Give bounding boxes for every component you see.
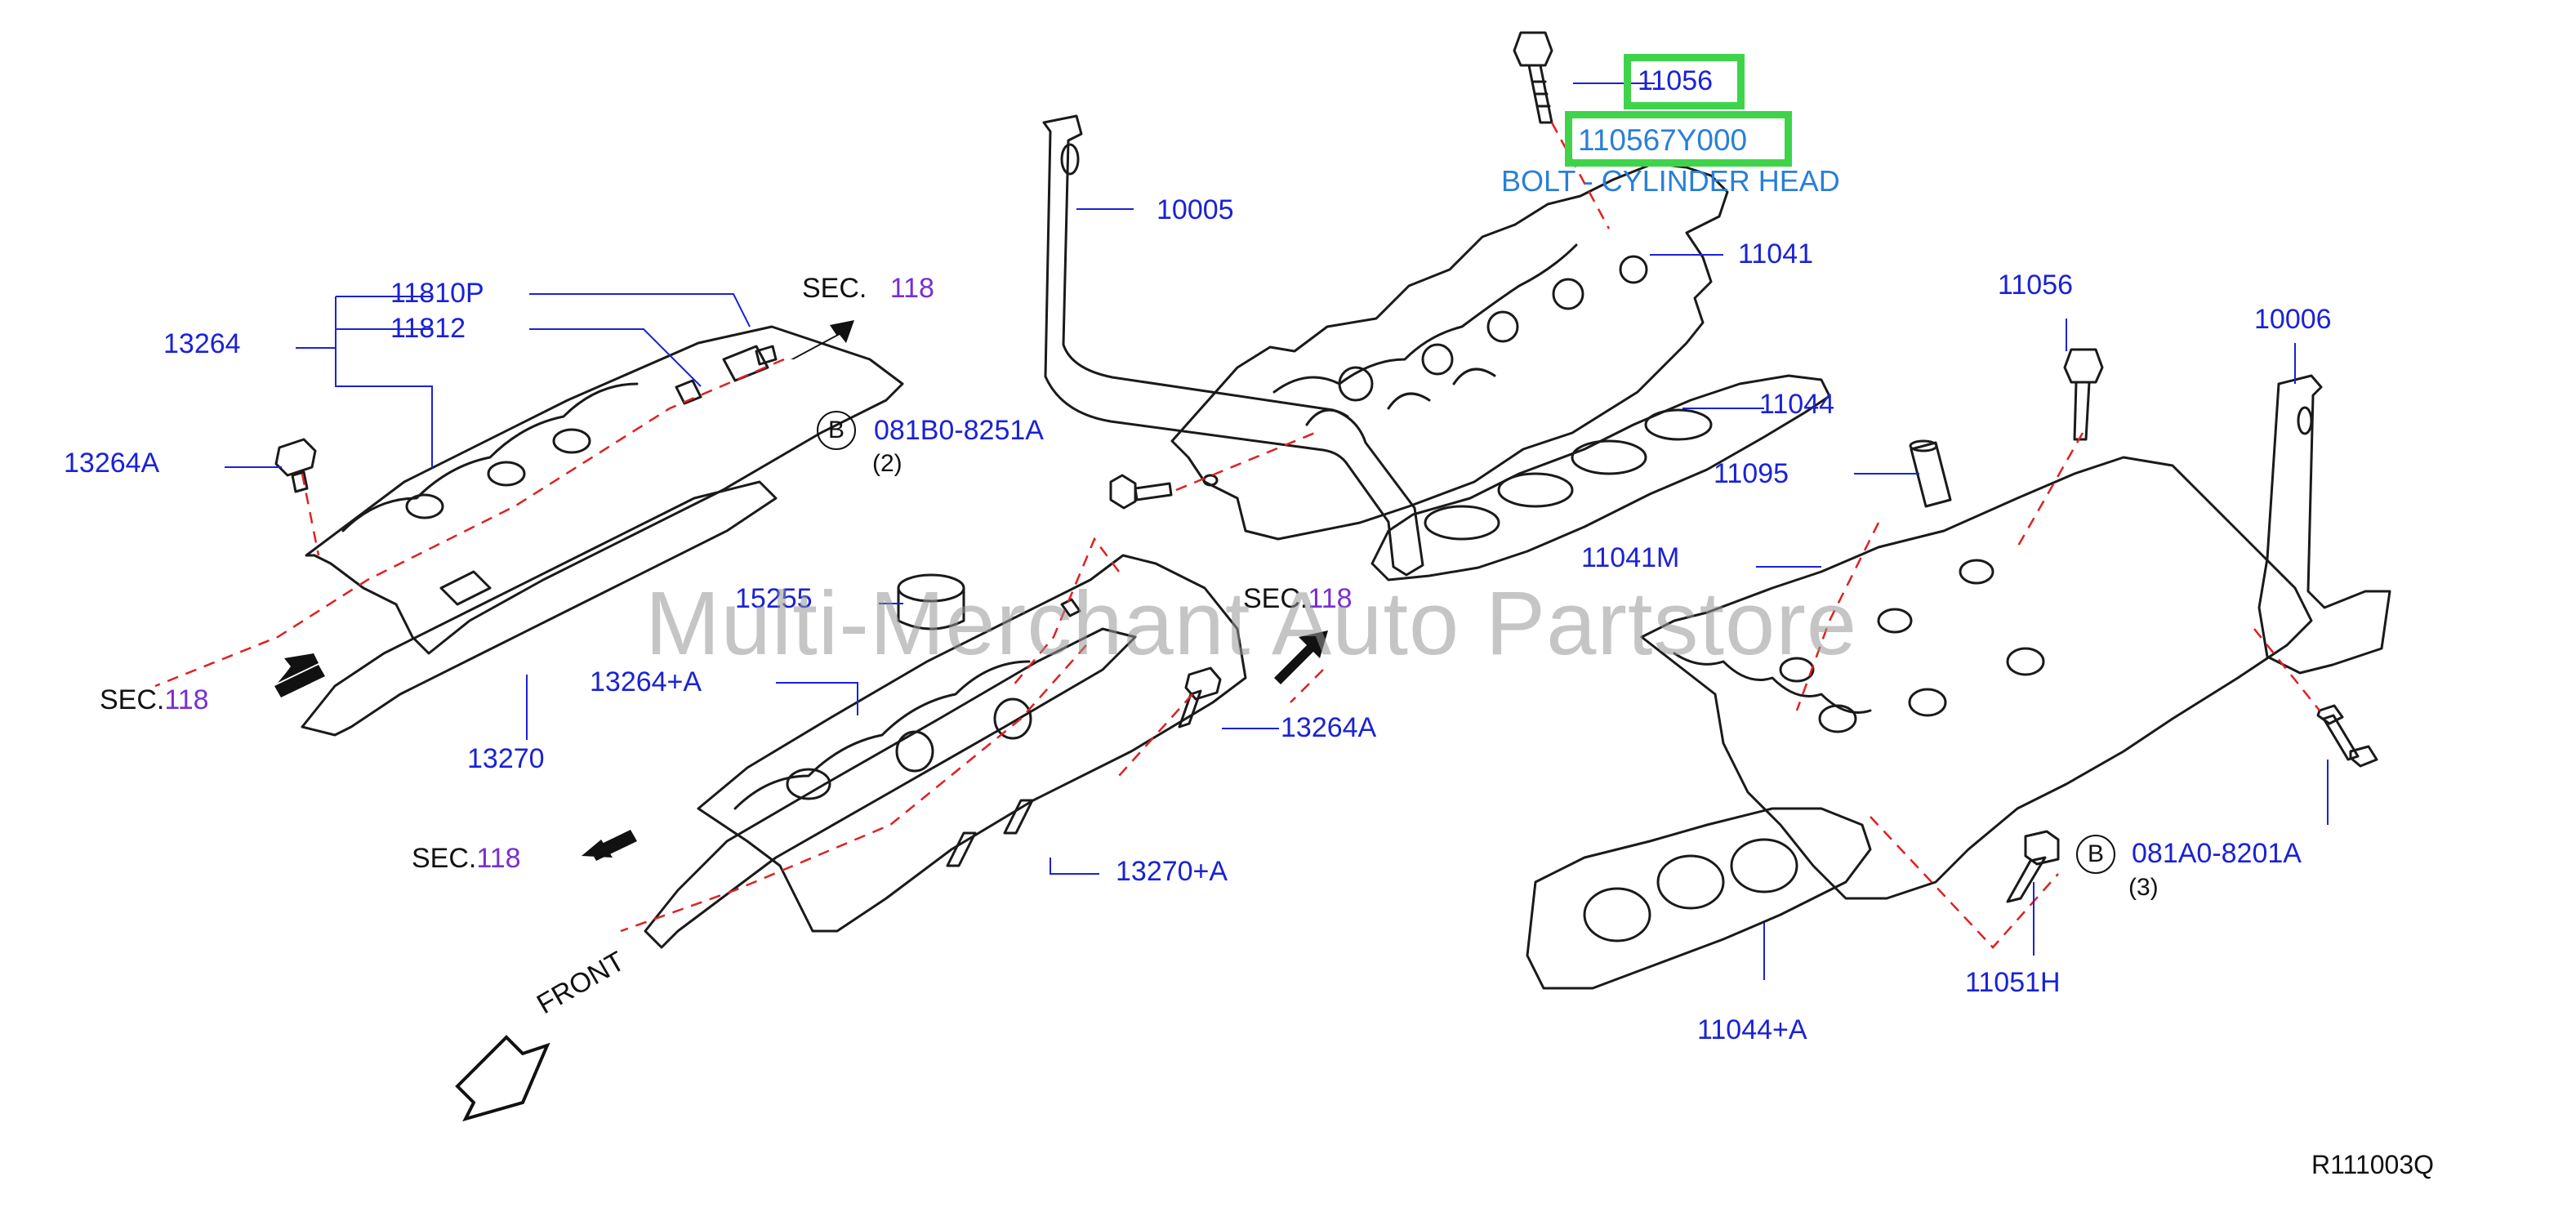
part-label-11056-right[interactable]: 11056 [1998,270,2074,301]
section-number: 118 [476,843,521,874]
bolt-081b0 [1109,474,1173,510]
part-label-13264a-left[interactable]: 13264A [64,448,160,479]
section-ref-left[interactable]: SEC.118 [100,686,209,714]
oil-filler-plug-13264a [274,438,317,493]
part-label-15255[interactable]: 15255 [735,583,813,614]
dowel-pin-11095 [1909,439,1952,508]
section-prefix: SEC. [100,684,165,715]
section-number: 118 [889,273,934,304]
section-ref-top[interactable]: SEC. 118 [802,274,934,302]
section-ref-mid[interactable]: SEC.118 [1243,585,1353,613]
engine-bracket-10005 [1042,114,1424,577]
part-label-11810p[interactable]: 11810P [390,278,484,309]
oil-filler-cap-15255 [897,573,965,631]
alignment-lines [154,122,2320,949]
circle-mark-b-left: B [817,411,856,450]
plug-13264a-mid [1178,666,1222,729]
part-label-081a0-8201a[interactable]: 081A0-8201A [2132,838,2302,869]
valve-cover-gasket-13270pa [644,627,1137,949]
section-number: 118 [164,684,209,715]
circle-mark-b-right: B [2076,835,2115,874]
part-label-13264a-mid[interactable]: 13264A [1281,712,1377,743]
part-label-11041[interactable]: 11041 [1738,238,1814,270]
bolt-caption: BOLT - CYLINDER HEAD [1501,164,1840,198]
cylinder-head-bolt-right [2063,348,2104,441]
part-label-13264pa[interactable]: 13264+A [590,666,702,697]
cylinder-head-11041m [1640,456,2313,900]
section-prefix: SEC. [412,843,477,874]
diagram-reference-code: R111003Q [2311,1150,2435,1179]
section-prefix: SEC. [1243,583,1308,614]
head-gasket-11044pa [1526,807,1872,990]
part-qty-081a0: (3) [2128,874,2159,901]
section-number: 118 [1308,583,1353,614]
part-qty-081b0: (2) [872,450,902,477]
part-label-13270[interactable]: 13270 [467,743,545,774]
cylinder-head-11041 [1170,162,1729,541]
valve-cover-gasket-13270 [301,480,778,737]
highlight-box-11056 [1624,54,1745,109]
engine-bracket-10006 [2257,374,2391,675]
watermark: Multi-Merchant Auto Partstore [645,573,1858,674]
section-ref-bottom[interactable]: SEC.118 [412,844,521,872]
part-label-10006[interactable]: 10006 [2254,304,2332,335]
part-label-13264[interactable]: 13264 [163,328,241,359]
bolt-081a0 [2316,704,2378,768]
part-label-10005[interactable]: 10005 [1157,194,1234,225]
part-label-110567y000[interactable]: 110567Y000 [1578,123,1748,157]
cylinder-head-bolt-top [1513,31,1553,124]
section-arrows [274,320,1328,1122]
part-label-13270pa[interactable]: 13270+A [1116,856,1228,887]
leader-lines [225,82,2329,980]
part-label-11812[interactable]: 11812 [390,313,466,344]
part-label-11095[interactable]: 11095 [1714,458,1789,489]
highlight-box-110567y000 [1565,111,1792,167]
part-label-11041m[interactable]: 11041M [1581,542,1680,573]
part-label-11056-top[interactable]: 11056 [1638,65,1714,96]
part-label-081b0-8251a[interactable]: 081B0-8251A [874,415,1044,446]
part-label-11044[interactable]: 11044 [1759,389,1835,420]
part-label-11044pa[interactable]: 11044+A [1697,1014,1807,1045]
section-prefix: SEC. [802,273,867,304]
bolt-11051h [2006,830,2060,903]
part-label-11051h[interactable]: 11051H [1965,967,2061,998]
head-gasket-11044 [1370,374,1831,581]
pcv-valve-11810p [675,345,778,405]
